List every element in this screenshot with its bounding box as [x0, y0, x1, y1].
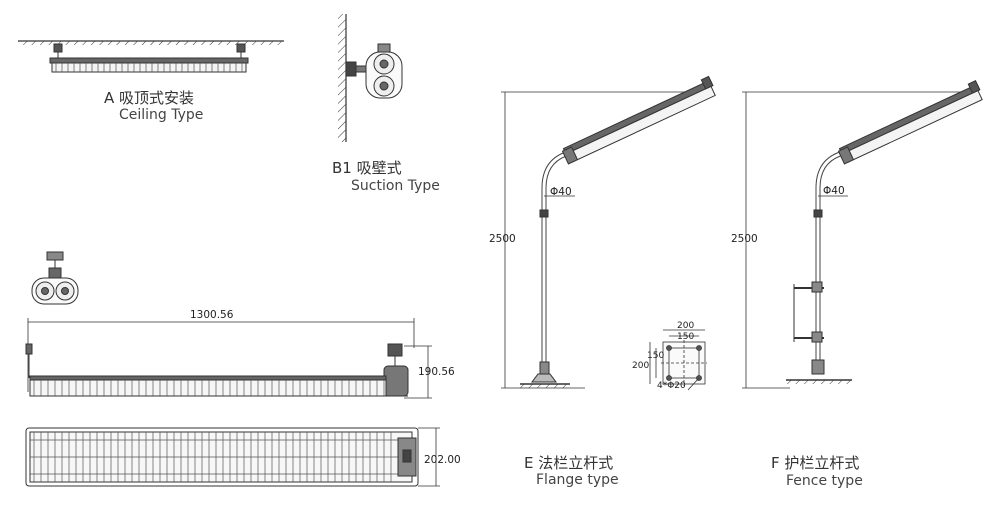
- flange-holes-dim: 4*Φ20: [657, 381, 686, 391]
- fence-type-cn-label: F 护栏立杆式: [771, 454, 860, 472]
- flange-side-inner-dim: 150: [647, 351, 665, 361]
- suction-type-drawing: [338, 14, 403, 142]
- ceiling-type-drawing: [18, 40, 284, 73]
- flange-side-outer-dim: 200: [632, 361, 650, 371]
- pole-height-f: 2500: [731, 233, 758, 245]
- length-dimension: 1300.56: [190, 309, 234, 321]
- front-view-drawing: [25, 318, 432, 399]
- flange-plate-detail: [649, 329, 707, 391]
- suction-type-cn-label: B1 吸壁式: [332, 159, 402, 177]
- flange-inner-dim: 150: [677, 332, 695, 342]
- top-view-drawing: [25, 427, 440, 487]
- ceiling-type-en-label: Ceiling Type: [119, 107, 204, 123]
- height-dimension: 190.56: [418, 366, 455, 378]
- flange-outer-dim: 200: [677, 321, 695, 331]
- pole-diameter-e: Φ40: [550, 186, 572, 198]
- flange-type-cn-label: E 法栏立杆式: [524, 454, 614, 472]
- pole-height-e: 2500: [489, 233, 516, 245]
- fence-type-drawing: [742, 80, 983, 389]
- fence-type-en-label: Fence type: [786, 473, 863, 489]
- ceiling-type-cn-label: A 吸顶式安装: [104, 89, 195, 107]
- width-dimension: 202.00: [424, 454, 461, 466]
- suction-type-en-label: Suction Type: [351, 178, 440, 194]
- end-view-drawing: [31, 251, 79, 305]
- flange-type-en-label: Flange type: [536, 472, 619, 488]
- pole-diameter-f: Φ40: [823, 185, 845, 197]
- flange-type-drawing: [501, 75, 716, 389]
